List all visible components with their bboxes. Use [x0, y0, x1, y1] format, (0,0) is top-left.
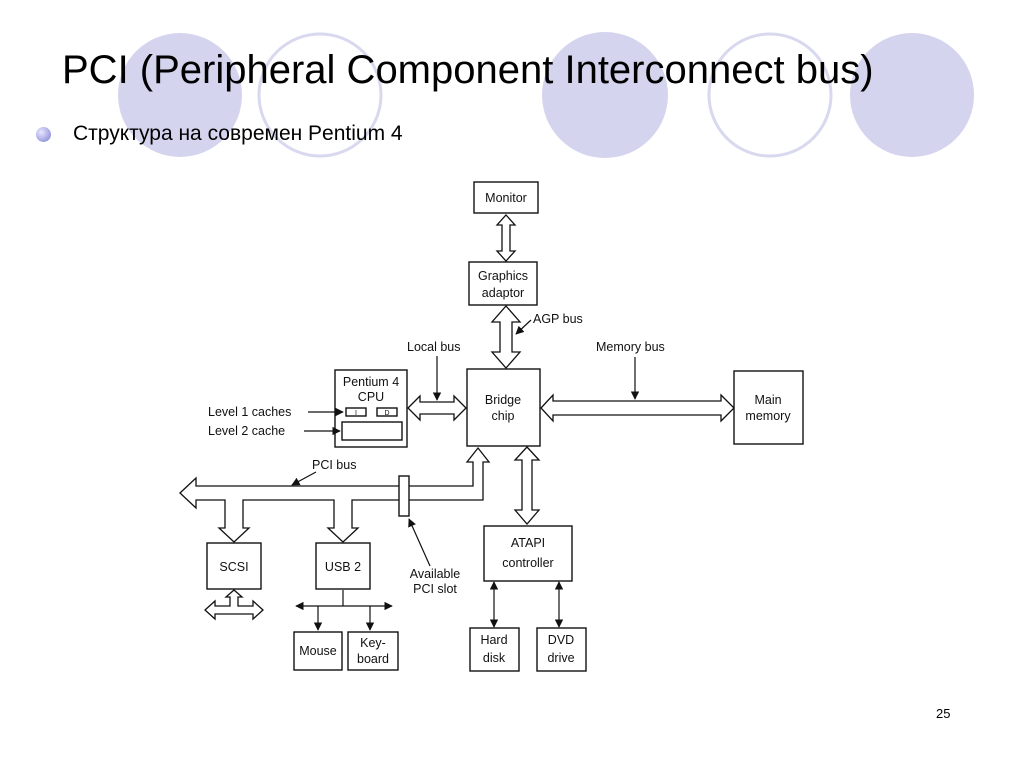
- l1-data-cache-label: D: [384, 410, 389, 417]
- l1-instruction-cache: [345, 407, 367, 417]
- agp-bus-pointer: [515, 319, 532, 335]
- bridge-atapi-link: [513, 446, 541, 525]
- l2-cache: [341, 421, 403, 441]
- cpu-label-1: Pentium 4: [343, 375, 399, 389]
- bridge-chip-box: [466, 368, 541, 447]
- mouse-box: [293, 631, 343, 671]
- deco-circle-5: [850, 33, 974, 157]
- dvd-drive-label-1: DVD: [548, 633, 574, 647]
- atapi-controller-box: [483, 525, 573, 582]
- usb2-box: [315, 542, 371, 590]
- atapi-controller-label-2: controller: [502, 556, 553, 570]
- page-number: 25: [936, 706, 951, 721]
- memory-bus-link: [540, 393, 735, 423]
- deco-circle-3: [542, 32, 668, 158]
- mouse-label: Mouse: [299, 644, 337, 658]
- dvd-drive-box: [536, 627, 587, 672]
- slide-title: PCI (Peripheral Component Interconnect b…: [62, 48, 874, 92]
- bullet-item: Структура на современ Pentium 4: [36, 122, 403, 146]
- graphics-adaptor-label-1: Graphics: [478, 269, 528, 283]
- local-bus-label: Local bus: [407, 340, 461, 354]
- monitor-graphics-link: [495, 214, 517, 262]
- scsi-label: SCSI: [219, 560, 248, 574]
- pci-slot-label-2: PCI slot: [413, 582, 457, 596]
- agp-bus-label: AGP bus: [533, 312, 583, 326]
- pci-bus-label: PCI bus: [312, 458, 356, 472]
- dvd-drive-label-2: drive: [547, 651, 574, 665]
- keyboard-label-2: board: [357, 652, 389, 666]
- available-pci-slot: [398, 475, 410, 517]
- bullet-text: Структура на современ Pentium 4: [73, 122, 403, 145]
- hard-disk-box: [469, 627, 520, 672]
- pci-slot-pointer: [408, 518, 431, 567]
- pci-slot-label-1: Available: [410, 567, 461, 581]
- pci-bus: [179, 446, 491, 543]
- scsi-bus-arrow: [204, 589, 264, 621]
- memory-bus-label: Memory bus: [596, 340, 665, 354]
- pci-bus-pointer: [291, 471, 317, 486]
- keyboard-box: [347, 631, 399, 671]
- hard-disk-label-2: disk: [483, 651, 506, 665]
- graphics-adaptor-label-2: adaptor: [482, 286, 524, 300]
- agp-bus-link: [490, 305, 522, 369]
- l1-instruction-cache-label: I: [355, 410, 357, 417]
- hard-disk-label-1: Hard: [480, 633, 507, 647]
- deco-circle-2: [257, 32, 383, 158]
- local-bus-link: [407, 394, 467, 422]
- atapi-controller-label-1: ATAPI: [511, 536, 545, 550]
- scsi-box: [206, 542, 262, 590]
- bridge-chip-label-1: Bridge: [485, 393, 521, 407]
- bullet-dot-icon: [36, 126, 51, 142]
- level2-cache-label: Level 2 cache: [208, 424, 285, 438]
- graphics-adaptor-box: [468, 261, 538, 306]
- main-memory-label-2: memory: [745, 409, 791, 423]
- main-memory-label-1: Main: [754, 393, 781, 407]
- monitor-box: [473, 181, 539, 214]
- usb2-label: USB 2: [325, 560, 361, 574]
- monitor-label: Monitor: [485, 191, 527, 205]
- keyboard-label-1: Key-: [360, 636, 386, 650]
- cpu-label-2: CPU: [358, 390, 384, 404]
- level1-caches-label: Level 1 caches: [208, 405, 291, 419]
- deco-circle-1: [118, 33, 242, 157]
- deco-circle-4: [707, 32, 833, 158]
- bridge-chip-label-2: chip: [492, 409, 515, 423]
- main-memory-box: [733, 370, 804, 445]
- l1-data-cache: [376, 407, 398, 417]
